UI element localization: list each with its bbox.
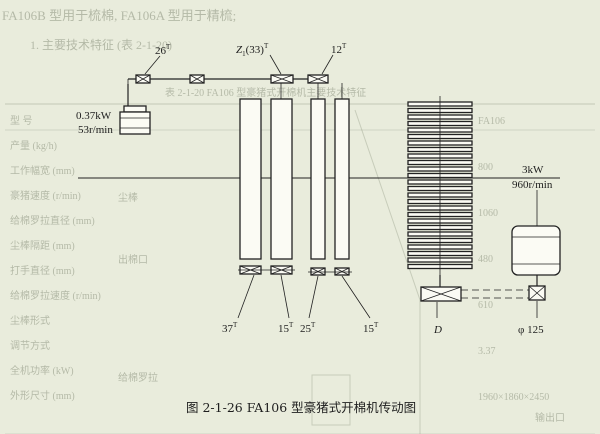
- bg-row-label: 给棉罗拉直径 (mm): [10, 214, 95, 227]
- bg-row-label: 打手直径 (mm): [10, 264, 75, 277]
- big-motor-icon: [511, 190, 561, 276]
- label-pulley-d: D: [433, 324, 442, 336]
- top-shaft: [127, 54, 334, 84]
- bg-table-caption: 表 2-1-20 FA106 型豪猪式开棉机主要技术特征: [165, 86, 366, 99]
- belt-drive: [461, 289, 529, 299]
- bg-row-label: 产量 (kg/h): [10, 139, 57, 152]
- label-gear-15a: 15T: [278, 321, 294, 335]
- bg-row-label: 尘棒隔距 (mm): [10, 239, 75, 252]
- motor-big-power: 3kW: [522, 164, 544, 176]
- bg-row-label: 调节方式: [10, 339, 50, 352]
- label-gear-12: 12T: [331, 42, 347, 56]
- coupling-icon: [189, 74, 205, 84]
- bg-column-value: 480: [478, 254, 493, 265]
- pulley-125-icon: [528, 275, 546, 301]
- bg-row-label: 尘棒形式: [10, 314, 50, 327]
- bg-side-label-1: 尘棒: [118, 191, 138, 204]
- bg-side-label-4: 输出口: [535, 411, 565, 424]
- bg-row-labels: 型 号产量 (kg/h) 工作幅宽 (mm) 豪猪速度 (r/min) 给棉罗拉直径 …: [10, 114, 101, 402]
- bg-side-label-3: 给棉罗拉: [118, 371, 158, 384]
- background-page: FA106B 型用于梳棉, FA106A 型用于精梳; 1. 主要技术特征 (表…: [2, 8, 595, 434]
- bg-row-label: 外形尺寸 (mm): [10, 389, 75, 402]
- roller-3: [310, 98, 326, 260]
- roller-group: [239, 83, 350, 260]
- bg-row-label: 全机功率 (kW): [10, 364, 74, 377]
- gear-15b-icon: [334, 267, 350, 276]
- motor-small-speed: 53r/min: [78, 124, 113, 136]
- roller-2: [270, 98, 293, 260]
- small-motor-icon: [119, 84, 151, 135]
- label-gear-37: 37T: [222, 321, 238, 335]
- bg-row-label: 给棉罗拉速度 (r/min): [10, 289, 101, 302]
- bg-column-value: 800: [478, 162, 493, 173]
- figure-caption: 图 2-1-26 FA106 型豪猪式开棉机传动图: [186, 400, 416, 415]
- bg-row-label: 型 号: [10, 114, 33, 127]
- bg-column-value: 3.37: [478, 346, 496, 357]
- bg-row-label: 工作幅宽 (mm): [10, 164, 75, 177]
- roller-4: [334, 98, 350, 260]
- bg-column-value: FA106: [478, 116, 505, 127]
- roller-1: [239, 98, 262, 260]
- label-gear-26: 26T: [155, 43, 171, 57]
- beater-drum: [407, 96, 473, 275]
- label-gear-25: 25T: [300, 321, 316, 335]
- gear-25-icon: [310, 267, 326, 276]
- gear-26-icon: [135, 74, 151, 84]
- pulley-d-icon: [420, 275, 462, 302]
- bg-side-label-2: 出棉口: [118, 253, 148, 266]
- bottom-gear-row: [237, 265, 371, 319]
- bg-column-value: 610: [478, 300, 493, 311]
- bg-column-value: 1960×1860×2450: [478, 392, 549, 403]
- label-pulley-125: φ 125: [518, 324, 544, 336]
- label-gear-z1: Z1(33)T: [236, 42, 269, 58]
- bg-sub-heading: 1. 主要技术特征 (表 2-1-20): [30, 37, 172, 52]
- bg-row-label: 豪猪速度 (r/min): [10, 189, 81, 202]
- bg-column-values: FA106 800 1060 480 610 3.37 1960×1860×2450: [478, 116, 549, 403]
- bg-top-line: FA106B 型用于梳棉, FA106A 型用于精梳;: [2, 8, 236, 23]
- bg-column-value: 1060: [478, 208, 498, 219]
- label-gear-15b: 15T: [363, 321, 379, 335]
- gear-z1-icon: [270, 74, 294, 84]
- motor-small-power: 0.37kW: [76, 110, 112, 122]
- gear-12-icon: [307, 74, 329, 84]
- motor-big-speed: 960r/min: [512, 179, 553, 191]
